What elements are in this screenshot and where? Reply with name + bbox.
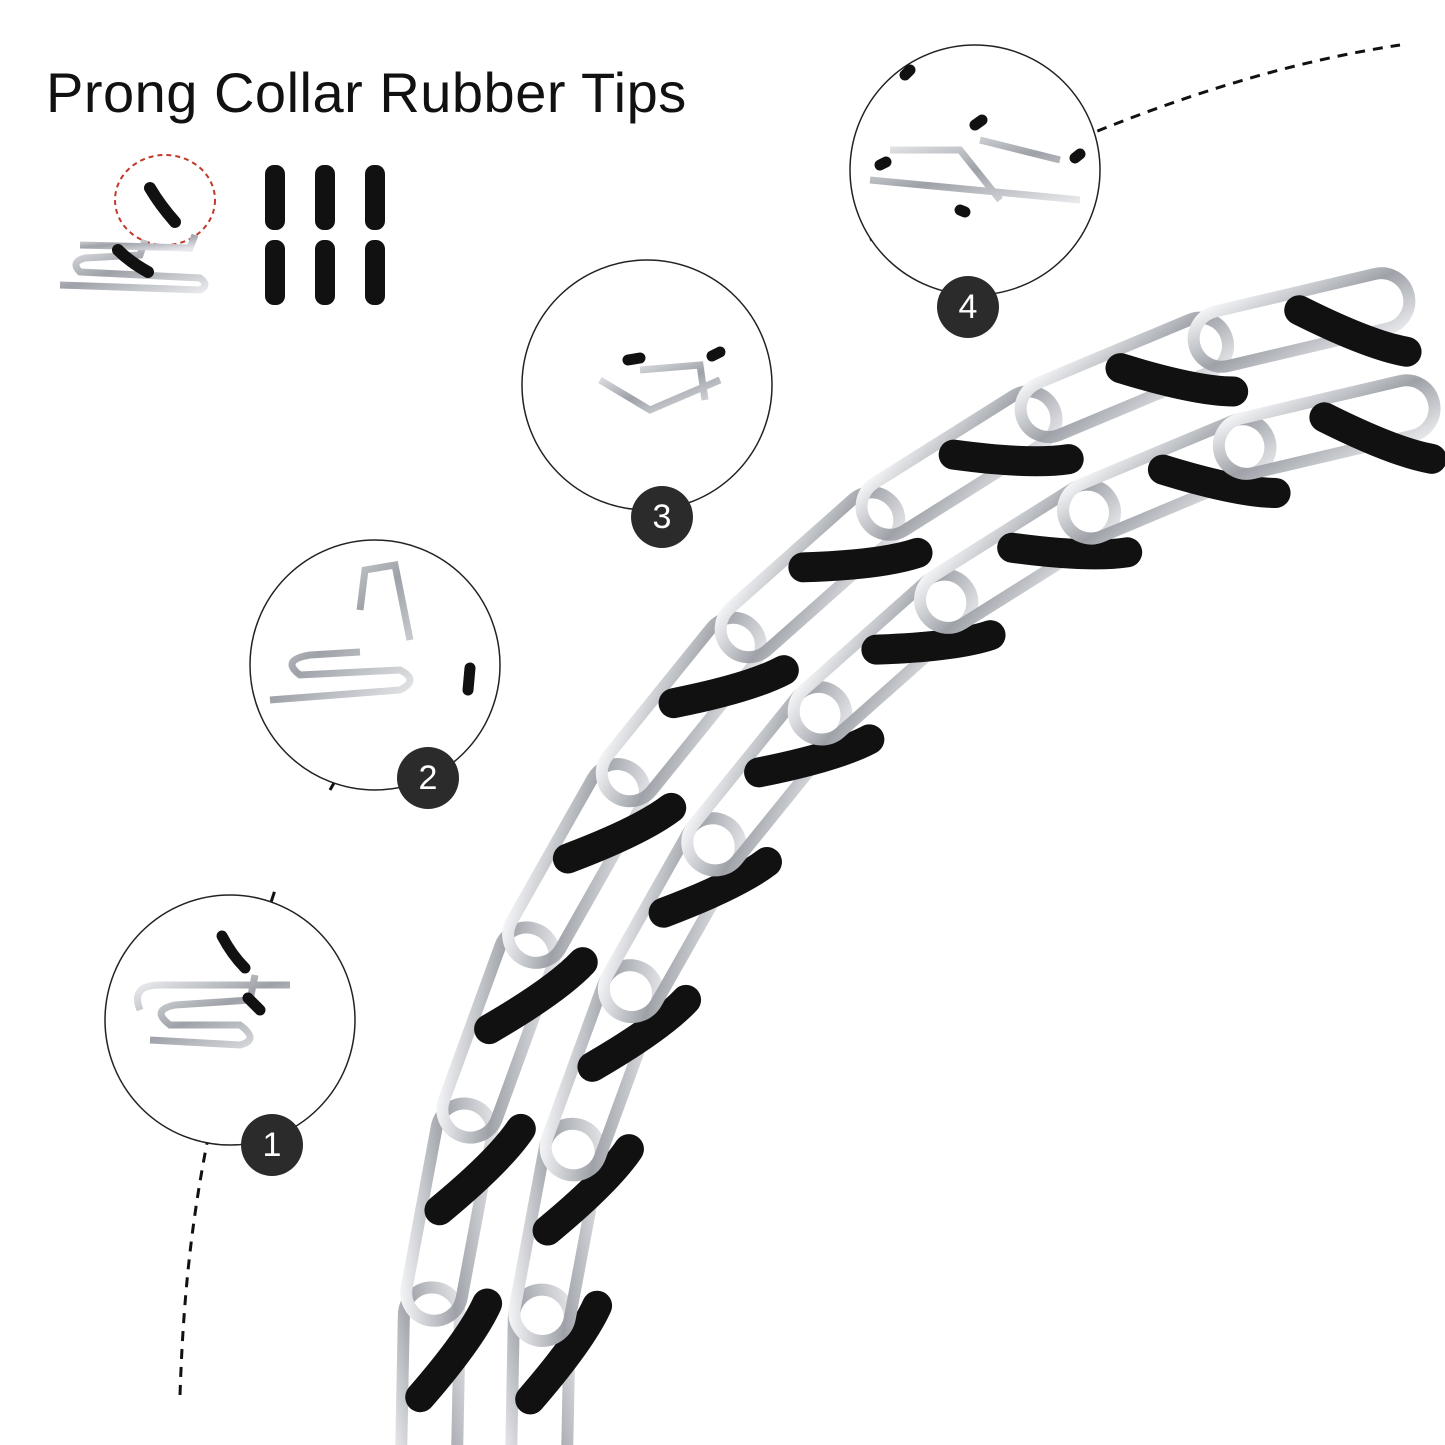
rubber-tip xyxy=(938,439,1084,477)
rubber-tip xyxy=(315,240,335,305)
rubber-tip xyxy=(265,240,285,305)
rubber-tip xyxy=(648,847,782,928)
step-badge-2: 2 xyxy=(397,747,459,809)
chain-link xyxy=(504,1283,613,1445)
rubber-tip xyxy=(861,620,1006,665)
chain-link xyxy=(1057,413,1291,545)
chain-link xyxy=(787,568,1006,746)
step-1-circle xyxy=(104,894,356,1146)
chain-link xyxy=(400,1097,536,1327)
chain-link xyxy=(508,1117,644,1347)
rubber-tip xyxy=(424,1113,536,1226)
rubber-tip xyxy=(577,984,702,1082)
chain-link xyxy=(502,758,687,969)
chain-link xyxy=(1187,267,1422,373)
chain-link xyxy=(539,959,702,1182)
chain-link xyxy=(595,611,799,808)
rubber-tip xyxy=(1105,353,1249,407)
step-tips xyxy=(216,64,1086,1016)
chain-link xyxy=(914,478,1143,634)
prong-with-tip-icon xyxy=(59,154,216,294)
rubber-tip xyxy=(658,655,799,719)
rubber-tip xyxy=(365,240,385,305)
rubber-tip xyxy=(515,1290,613,1415)
rubber-tip xyxy=(405,1288,503,1413)
rubber-tip xyxy=(315,165,335,230)
rubber-tip xyxy=(788,537,933,583)
dashed-path xyxy=(178,43,1401,1396)
prong-collar-chain xyxy=(394,267,1445,1445)
rubber-tip xyxy=(1147,454,1291,508)
chain-link xyxy=(436,921,598,1144)
rubber-tips-group xyxy=(265,165,385,305)
product-title: Prong Collar Rubber Tips xyxy=(46,61,687,124)
step-badge-3: 3 xyxy=(631,486,693,548)
rubber-tip xyxy=(474,947,598,1045)
chain-link xyxy=(855,385,1084,541)
step-2-circle xyxy=(249,539,501,791)
rubber-tip xyxy=(1284,295,1422,367)
rubber-tip xyxy=(744,724,885,788)
rubber-tip xyxy=(1309,402,1445,474)
rubber-tip xyxy=(532,1134,644,1246)
step-illustrations xyxy=(134,136,1081,1049)
rubber-tip xyxy=(552,792,687,874)
step-3-circle xyxy=(521,259,773,511)
chain-link xyxy=(714,486,933,664)
rubber-tip xyxy=(997,532,1143,570)
chain-link xyxy=(681,680,885,877)
chain-link xyxy=(1212,374,1445,480)
step-badge-1: 1 xyxy=(241,1114,303,1176)
step-badge-4: 4 xyxy=(937,276,999,338)
chain-link xyxy=(394,1281,503,1445)
rubber-tip xyxy=(265,165,285,230)
chain-link xyxy=(1014,311,1249,443)
chain-link xyxy=(597,812,782,1023)
step-circles xyxy=(104,44,1101,1146)
rubber-tip xyxy=(365,165,385,230)
